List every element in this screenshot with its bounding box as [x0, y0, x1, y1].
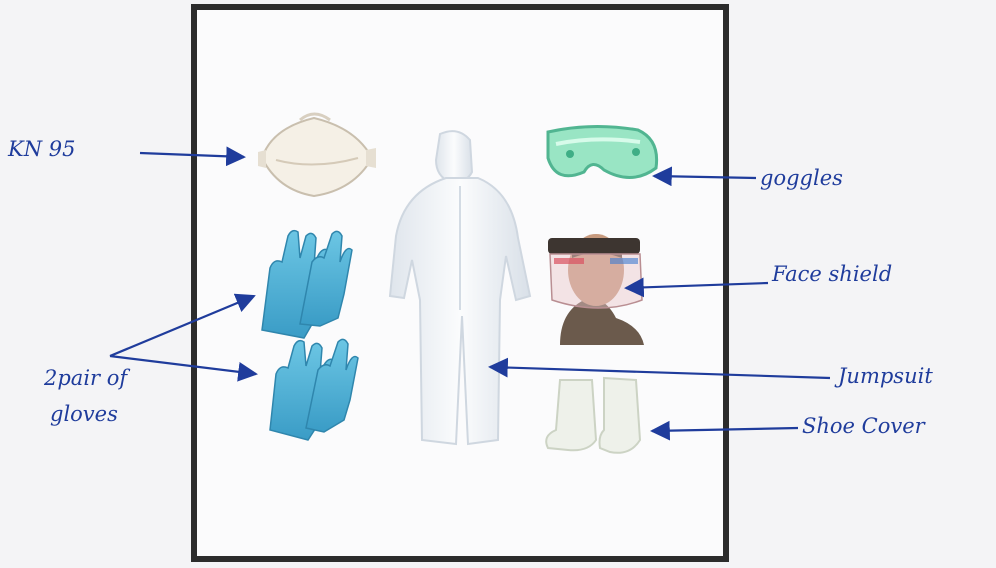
shoe-cover-label: Shoe Cover [802, 414, 925, 438]
shoe-cover-icon [546, 378, 640, 453]
jumpsuit-label: Jumpsuit [838, 364, 933, 388]
goggles-icon [548, 126, 657, 177]
gloves-label-line1: 2pair of [44, 366, 127, 390]
face-shield-icon [548, 234, 644, 345]
goggles-label: goggles [760, 166, 843, 190]
kn95-label: KN 95 [8, 137, 75, 161]
gloves-label-line2: gloves [50, 402, 118, 426]
face-shield-label: Face shield [772, 262, 892, 286]
